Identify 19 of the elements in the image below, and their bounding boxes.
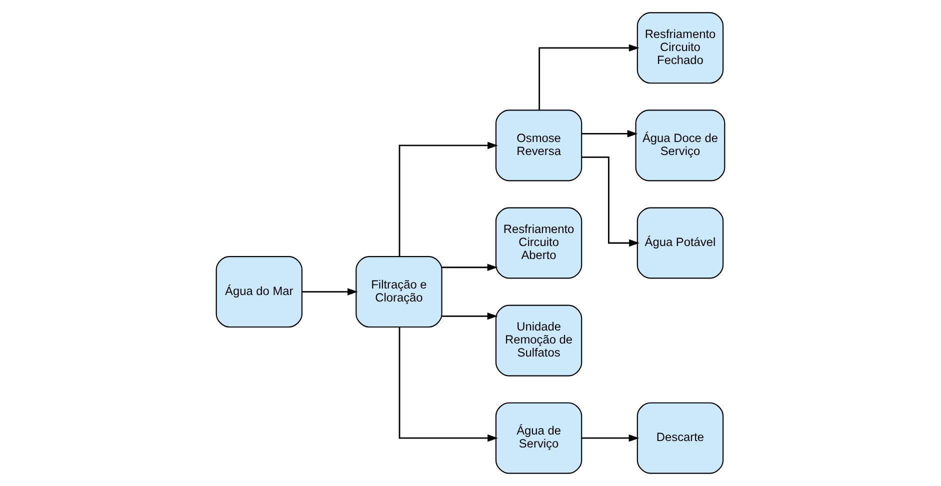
node-box: Resfriamento Circuito Fechado [636, 12, 724, 84]
arrow [302, 288, 358, 296]
node-box: Descarte [636, 402, 724, 474]
node-box: Unidade Remoção de Sulfatos [495, 304, 582, 376]
arrow [582, 156, 640, 247]
arrow [582, 130, 638, 138]
arrow [582, 434, 640, 442]
arrow [398, 327, 498, 442]
node-box: Resfriamento Circuito Aberto [495, 207, 582, 279]
arrow [398, 142, 498, 256]
node-box: Osmose Reversa [495, 110, 582, 182]
arrow [442, 312, 498, 320]
arrow [538, 44, 640, 110]
node-box: Água de Serviço [495, 402, 582, 474]
node-box: Filtração e Cloração [356, 256, 442, 328]
node-box: Água Potável [636, 207, 724, 279]
arrow [442, 264, 498, 272]
node-box: Água do Mar [216, 256, 302, 328]
node-box: Água Doce de Serviço [635, 110, 726, 182]
